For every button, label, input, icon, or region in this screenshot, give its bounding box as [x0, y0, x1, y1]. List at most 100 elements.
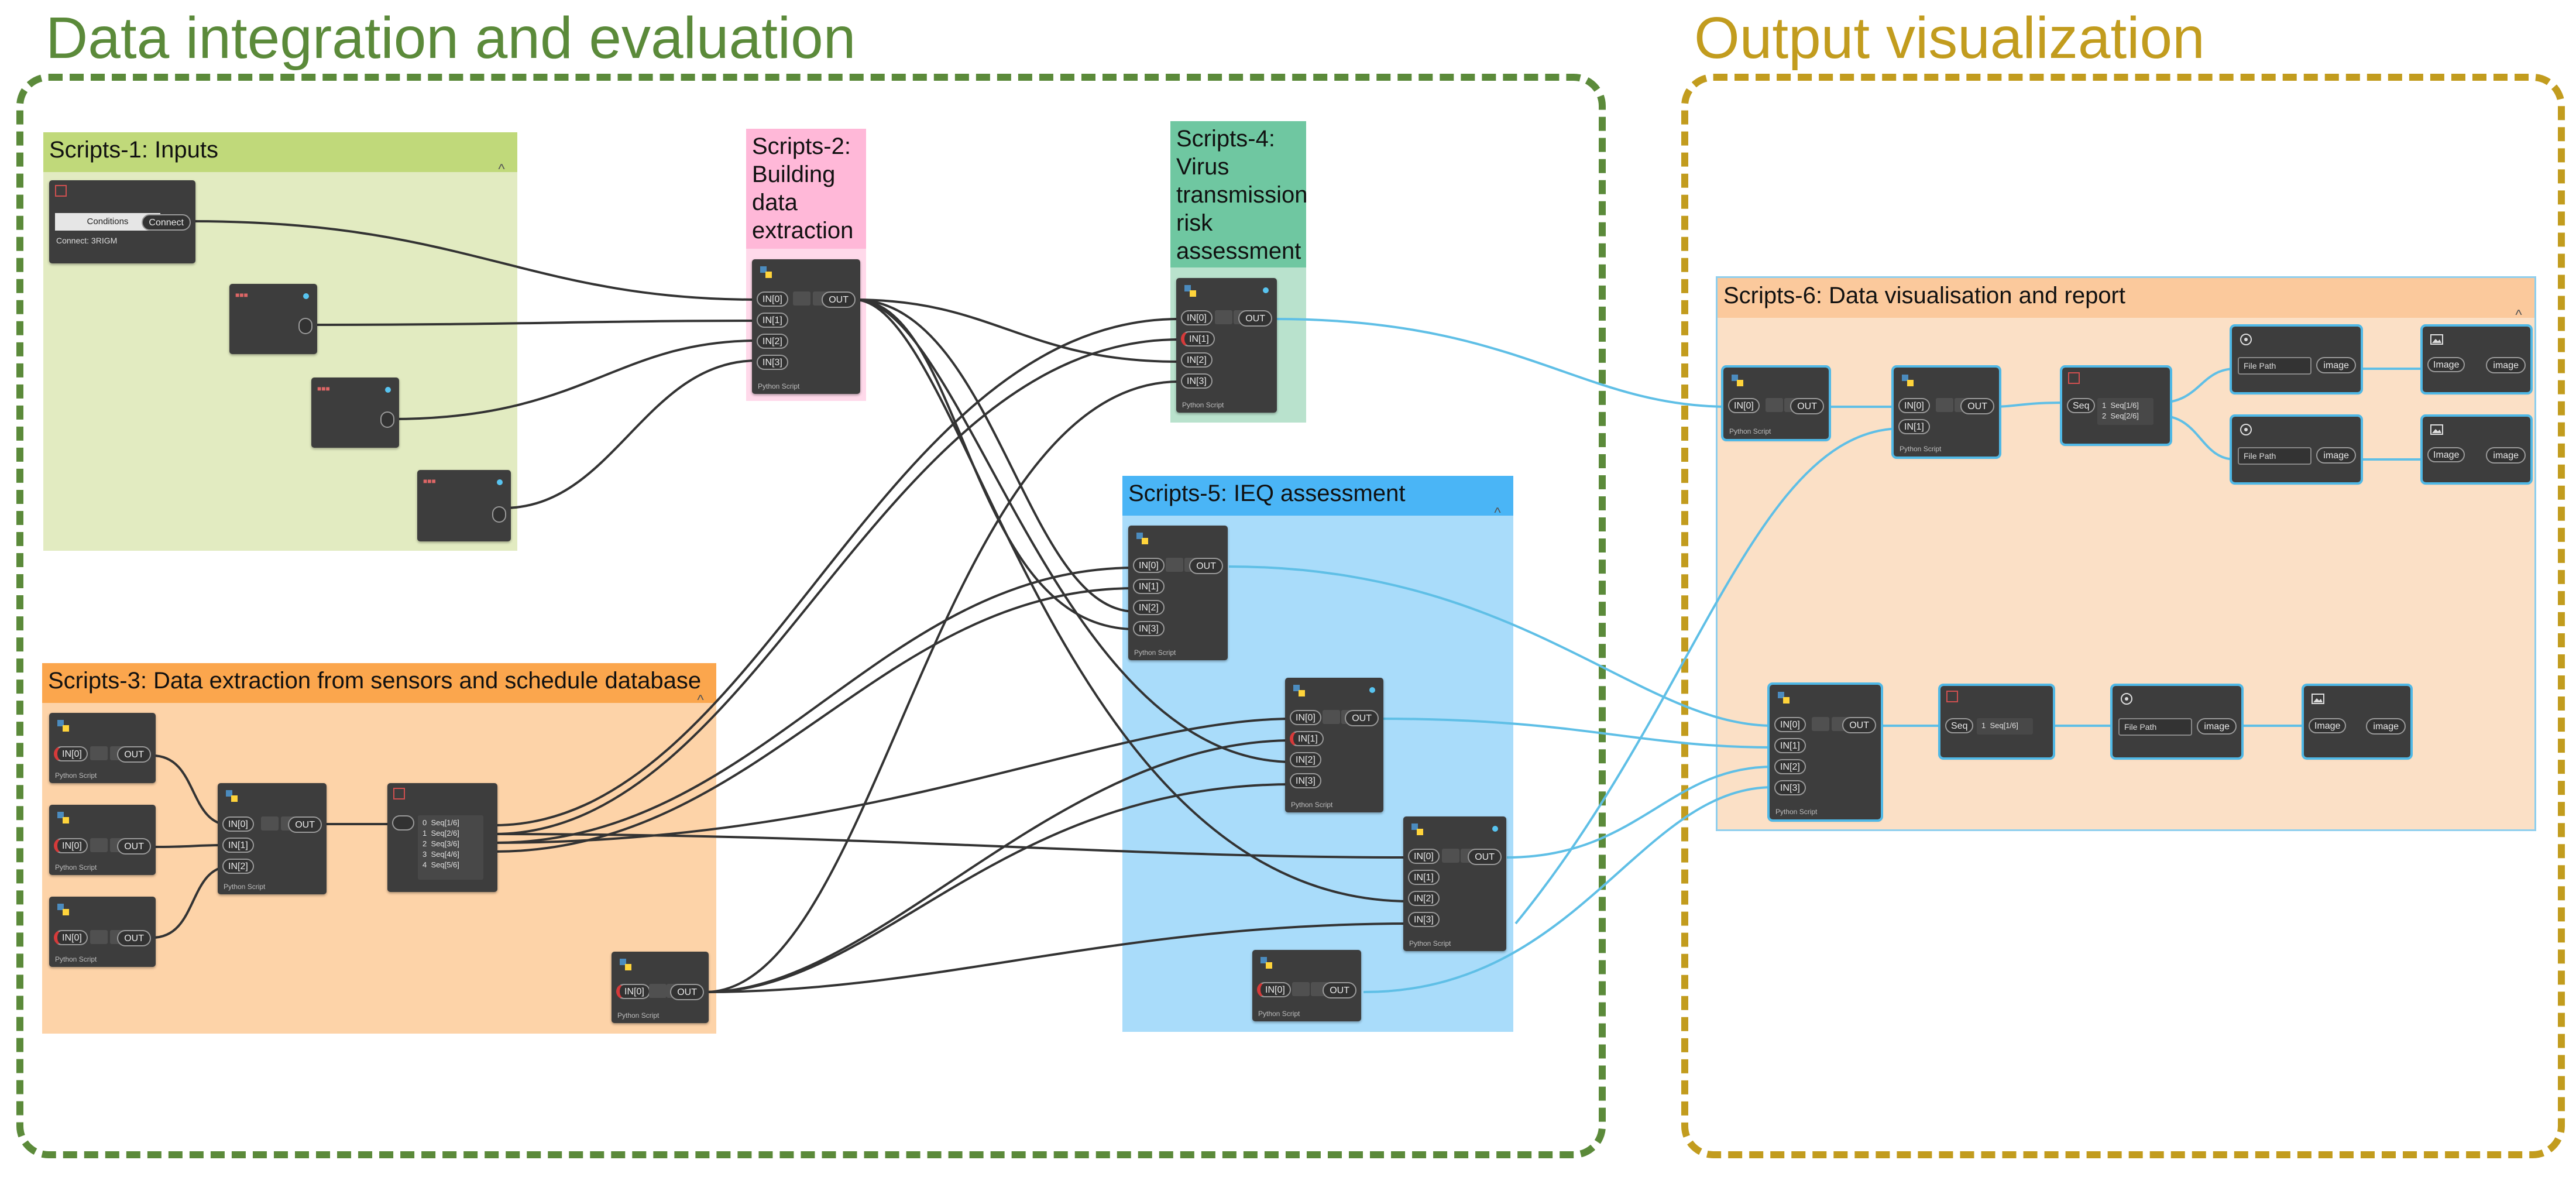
input-node[interactable]: ■■■	[229, 284, 317, 354]
python-script-node[interactable]: IN[0] IN[1] IN[2] OUT Python Script	[218, 783, 327, 894]
input-port[interactable]: IN[0]	[54, 930, 88, 945]
output-port[interactable]: OUT	[1842, 717, 1876, 733]
input-port[interactable]: IN[0]	[1408, 849, 1440, 864]
add-port-button[interactable]	[1812, 717, 1829, 731]
collapse-icon[interactable]: ^	[498, 162, 505, 177]
image-node[interactable]: File Path image	[2230, 414, 2363, 485]
add-port-button[interactable]	[90, 746, 108, 760]
output-port[interactable]: image	[2316, 357, 2356, 373]
filepath-dropdown[interactable]: File Path	[2118, 718, 2192, 736]
python-script-node[interactable]: IN[0] IN[1] IN[2] IN[3] OUT Python Scrip…	[752, 259, 860, 394]
output-port[interactable]	[380, 411, 394, 428]
input-port[interactable]: IN[2]	[1408, 891, 1440, 906]
output-port[interactable]: image	[2486, 357, 2526, 373]
output-port[interactable]: OUT	[1468, 849, 1502, 865]
button-node[interactable]: Conditions Connect Connect: 3RIGM	[49, 180, 195, 263]
output-port[interactable]: OUT	[1960, 398, 1994, 414]
output-port[interactable]: OUT	[822, 291, 856, 308]
python-script-node[interactable]: IN[0] IN[1] IN[2] IN[3] OUT Python Scrip…	[1285, 678, 1383, 812]
input-port[interactable]: IN[0]	[1898, 398, 1930, 413]
connect-port[interactable]: Connect	[142, 214, 191, 231]
python-script-node[interactable]: IN[0] OUT Python Script	[1721, 365, 1831, 441]
input-port[interactable]: IN[0]	[54, 746, 88, 761]
input-port[interactable]: IN[1]	[1408, 870, 1440, 885]
image-node[interactable]: File Path image	[2230, 324, 2363, 394]
add-port-button[interactable]	[649, 984, 667, 998]
python-script-node[interactable]: IN[0] IN[1] IN[2] IN[3] OUT Python Scrip…	[1176, 278, 1277, 413]
image-node[interactable]: File Path image	[2110, 684, 2244, 760]
python-script-node[interactable]: IN[0] IN[1] OUT Python Script	[1891, 365, 2001, 459]
python-script-node[interactable]: IN[0] OUT Python Script	[49, 897, 156, 967]
input-port[interactable]: Image	[2427, 447, 2465, 462]
input-port[interactable]: Image	[2427, 357, 2465, 372]
output-port[interactable]: OUT	[1790, 398, 1824, 414]
input-node[interactable]: ■■■	[311, 378, 399, 448]
python-script-node[interactable]: IN[0] OUT Python Script	[49, 805, 156, 875]
input-port[interactable]: IN[3]	[1408, 912, 1440, 927]
input-port[interactable]	[392, 815, 414, 831]
collapse-icon[interactable]: ^	[1494, 505, 1501, 521]
output-port[interactable]: image	[2366, 718, 2406, 735]
python-script-node[interactable]: IN[0] OUT Python Script	[612, 952, 709, 1023]
input-port[interactable]: IN[0]	[757, 291, 788, 307]
input-node[interactable]: ■■■	[417, 470, 511, 541]
output-port[interactable]: OUT	[117, 746, 151, 763]
python-script-node[interactable]: IN[0] IN[1] IN[2] IN[3] OUT Python Scrip…	[1128, 526, 1228, 660]
image-node[interactable]: Image image	[2420, 414, 2533, 485]
input-port[interactable]: IN[2]	[1774, 759, 1806, 774]
collapse-icon[interactable]: ^	[2515, 307, 2522, 323]
list-node[interactable]: Seq 1 Seq[1/6] 2 Seq[2/6]	[2060, 365, 2172, 446]
output-port[interactable]: image	[2316, 447, 2356, 464]
output-port[interactable]	[492, 506, 506, 523]
input-port[interactable]: IN[3]	[1181, 373, 1213, 389]
input-port[interactable]: IN[1]	[1898, 419, 1930, 434]
input-port[interactable]: IN[2]	[1133, 600, 1165, 615]
image-node[interactable]: Image image	[2420, 324, 2533, 394]
input-port[interactable]: IN[3]	[1133, 621, 1165, 636]
output-port[interactable]: OUT	[670, 984, 704, 1000]
add-port-button[interactable]	[1292, 982, 1310, 996]
input-port[interactable]: IN[1]	[1774, 738, 1806, 753]
add-port-button[interactable]	[793, 291, 810, 306]
add-port-button[interactable]	[1442, 849, 1459, 863]
image-node[interactable]: Image image	[2302, 684, 2413, 760]
python-script-node[interactable]: IN[0] IN[1] IN[2] IN[3] OUT Python Scrip…	[1403, 816, 1506, 951]
output-port[interactable]: image	[2486, 447, 2526, 464]
output-port[interactable]: OUT	[117, 838, 151, 855]
filepath-dropdown[interactable]: File Path	[2238, 357, 2311, 375]
input-port[interactable]: IN[0]	[1133, 558, 1165, 573]
output-port[interactable]: OUT	[1189, 558, 1223, 574]
input-port[interactable]: IN[0]	[1290, 710, 1321, 725]
output-port[interactable]: OUT	[1323, 982, 1356, 998]
output-port[interactable]: OUT	[117, 930, 151, 946]
output-port[interactable]	[298, 318, 312, 334]
list-node[interactable]: Seq 1 Seq[1/6]	[1938, 684, 2055, 760]
output-port[interactable]: image	[2197, 718, 2237, 735]
input-port[interactable]: IN[1]	[1290, 731, 1324, 746]
input-port[interactable]: IN[3]	[1290, 773, 1321, 788]
input-port[interactable]: IN[0]	[222, 816, 254, 832]
input-port[interactable]: Seq	[1945, 718, 1974, 733]
filepath-dropdown[interactable]: File Path	[2238, 447, 2311, 465]
input-port[interactable]: IN[2]	[1181, 352, 1213, 368]
collapse-icon[interactable]: ^	[697, 692, 704, 708]
input-port[interactable]: IN[0]	[1728, 398, 1760, 413]
input-port[interactable]: IN[1]	[1133, 579, 1165, 594]
input-port[interactable]: IN[0]	[1774, 717, 1806, 732]
add-port-button[interactable]	[90, 838, 108, 852]
input-port[interactable]: IN[0]	[616, 984, 650, 999]
input-port[interactable]: IN[1]	[1181, 331, 1215, 346]
input-port[interactable]: IN[1]	[222, 838, 254, 853]
add-port-button[interactable]	[90, 930, 108, 944]
input-port[interactable]: IN[2]	[1290, 752, 1321, 767]
input-port[interactable]: Seq	[2067, 398, 2096, 413]
add-port-button[interactable]	[1166, 558, 1183, 572]
add-port-button[interactable]	[1766, 398, 1783, 412]
add-port-button[interactable]	[1215, 310, 1232, 324]
python-script-node[interactable]: IN[0] OUT Python Script	[49, 713, 156, 783]
list-node[interactable]: 0 Seq[1/6] 1 Seq[2/6] 2 Seq[3/6] 3 Seq[4…	[387, 783, 497, 892]
input-port[interactable]: IN[3]	[1774, 780, 1806, 795]
input-port[interactable]: IN[0]	[1181, 310, 1213, 325]
input-port[interactable]: IN[0]	[54, 838, 88, 853]
input-port[interactable]: IN[2]	[222, 859, 254, 874]
